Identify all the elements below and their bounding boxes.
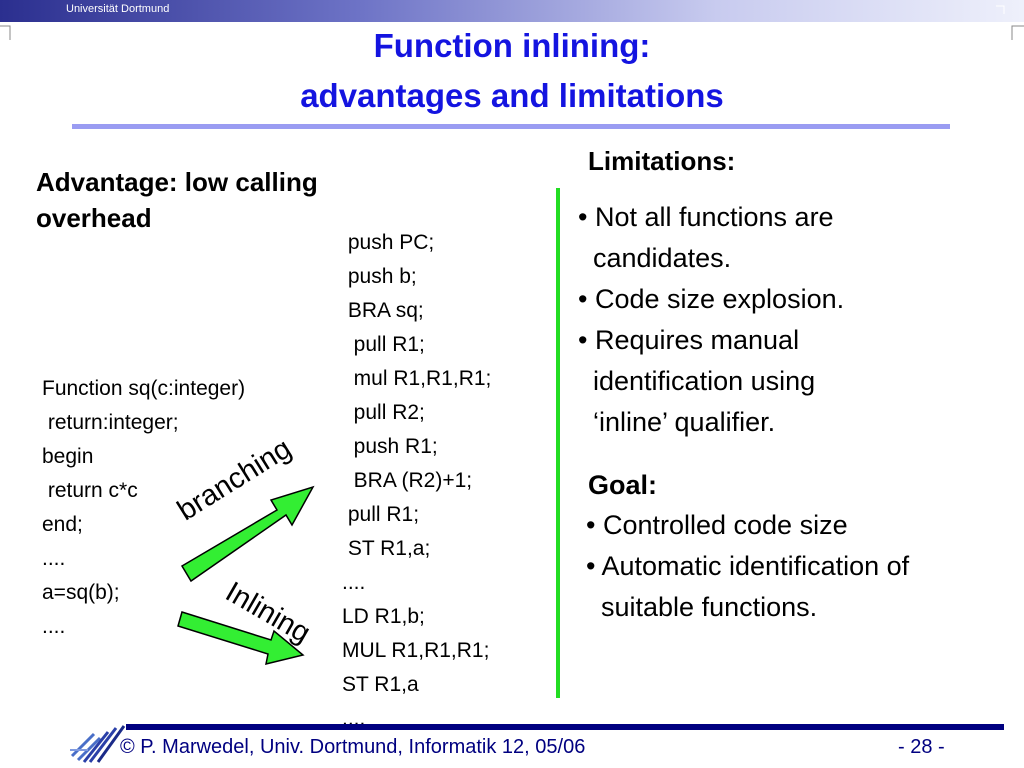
footer-bar (126, 724, 1004, 730)
function-code-block: Function sq(c:integer) return:integer; b… (42, 377, 246, 638)
university-logo-icon (70, 725, 126, 763)
page-number: - 28 - (898, 736, 945, 758)
vertical-divider (556, 188, 560, 698)
footer-credit: © P. Marwedel, Univ. Dortmund, Informati… (120, 736, 586, 758)
top-banner (0, 0, 1024, 22)
limitations-list: • Not all functions are candidates. • Co… (578, 202, 845, 437)
title-underline (72, 124, 950, 129)
advantage-heading: Advantage: low calling overhead (36, 167, 318, 233)
limitations-heading: Limitations: (588, 146, 736, 176)
university-label: Universität Dortmund (66, 3, 170, 15)
page-title-line-2: advantages and limitations (300, 77, 724, 114)
assembly-code-block: push PC; push b; BRA sq; pull R1; mul R1… (342, 231, 492, 730)
goal-list: • Controlled code size • Automatic ident… (586, 510, 910, 622)
goal-heading: Goal: (588, 470, 658, 500)
page-title-line-1: Function inlining: (373, 27, 651, 64)
